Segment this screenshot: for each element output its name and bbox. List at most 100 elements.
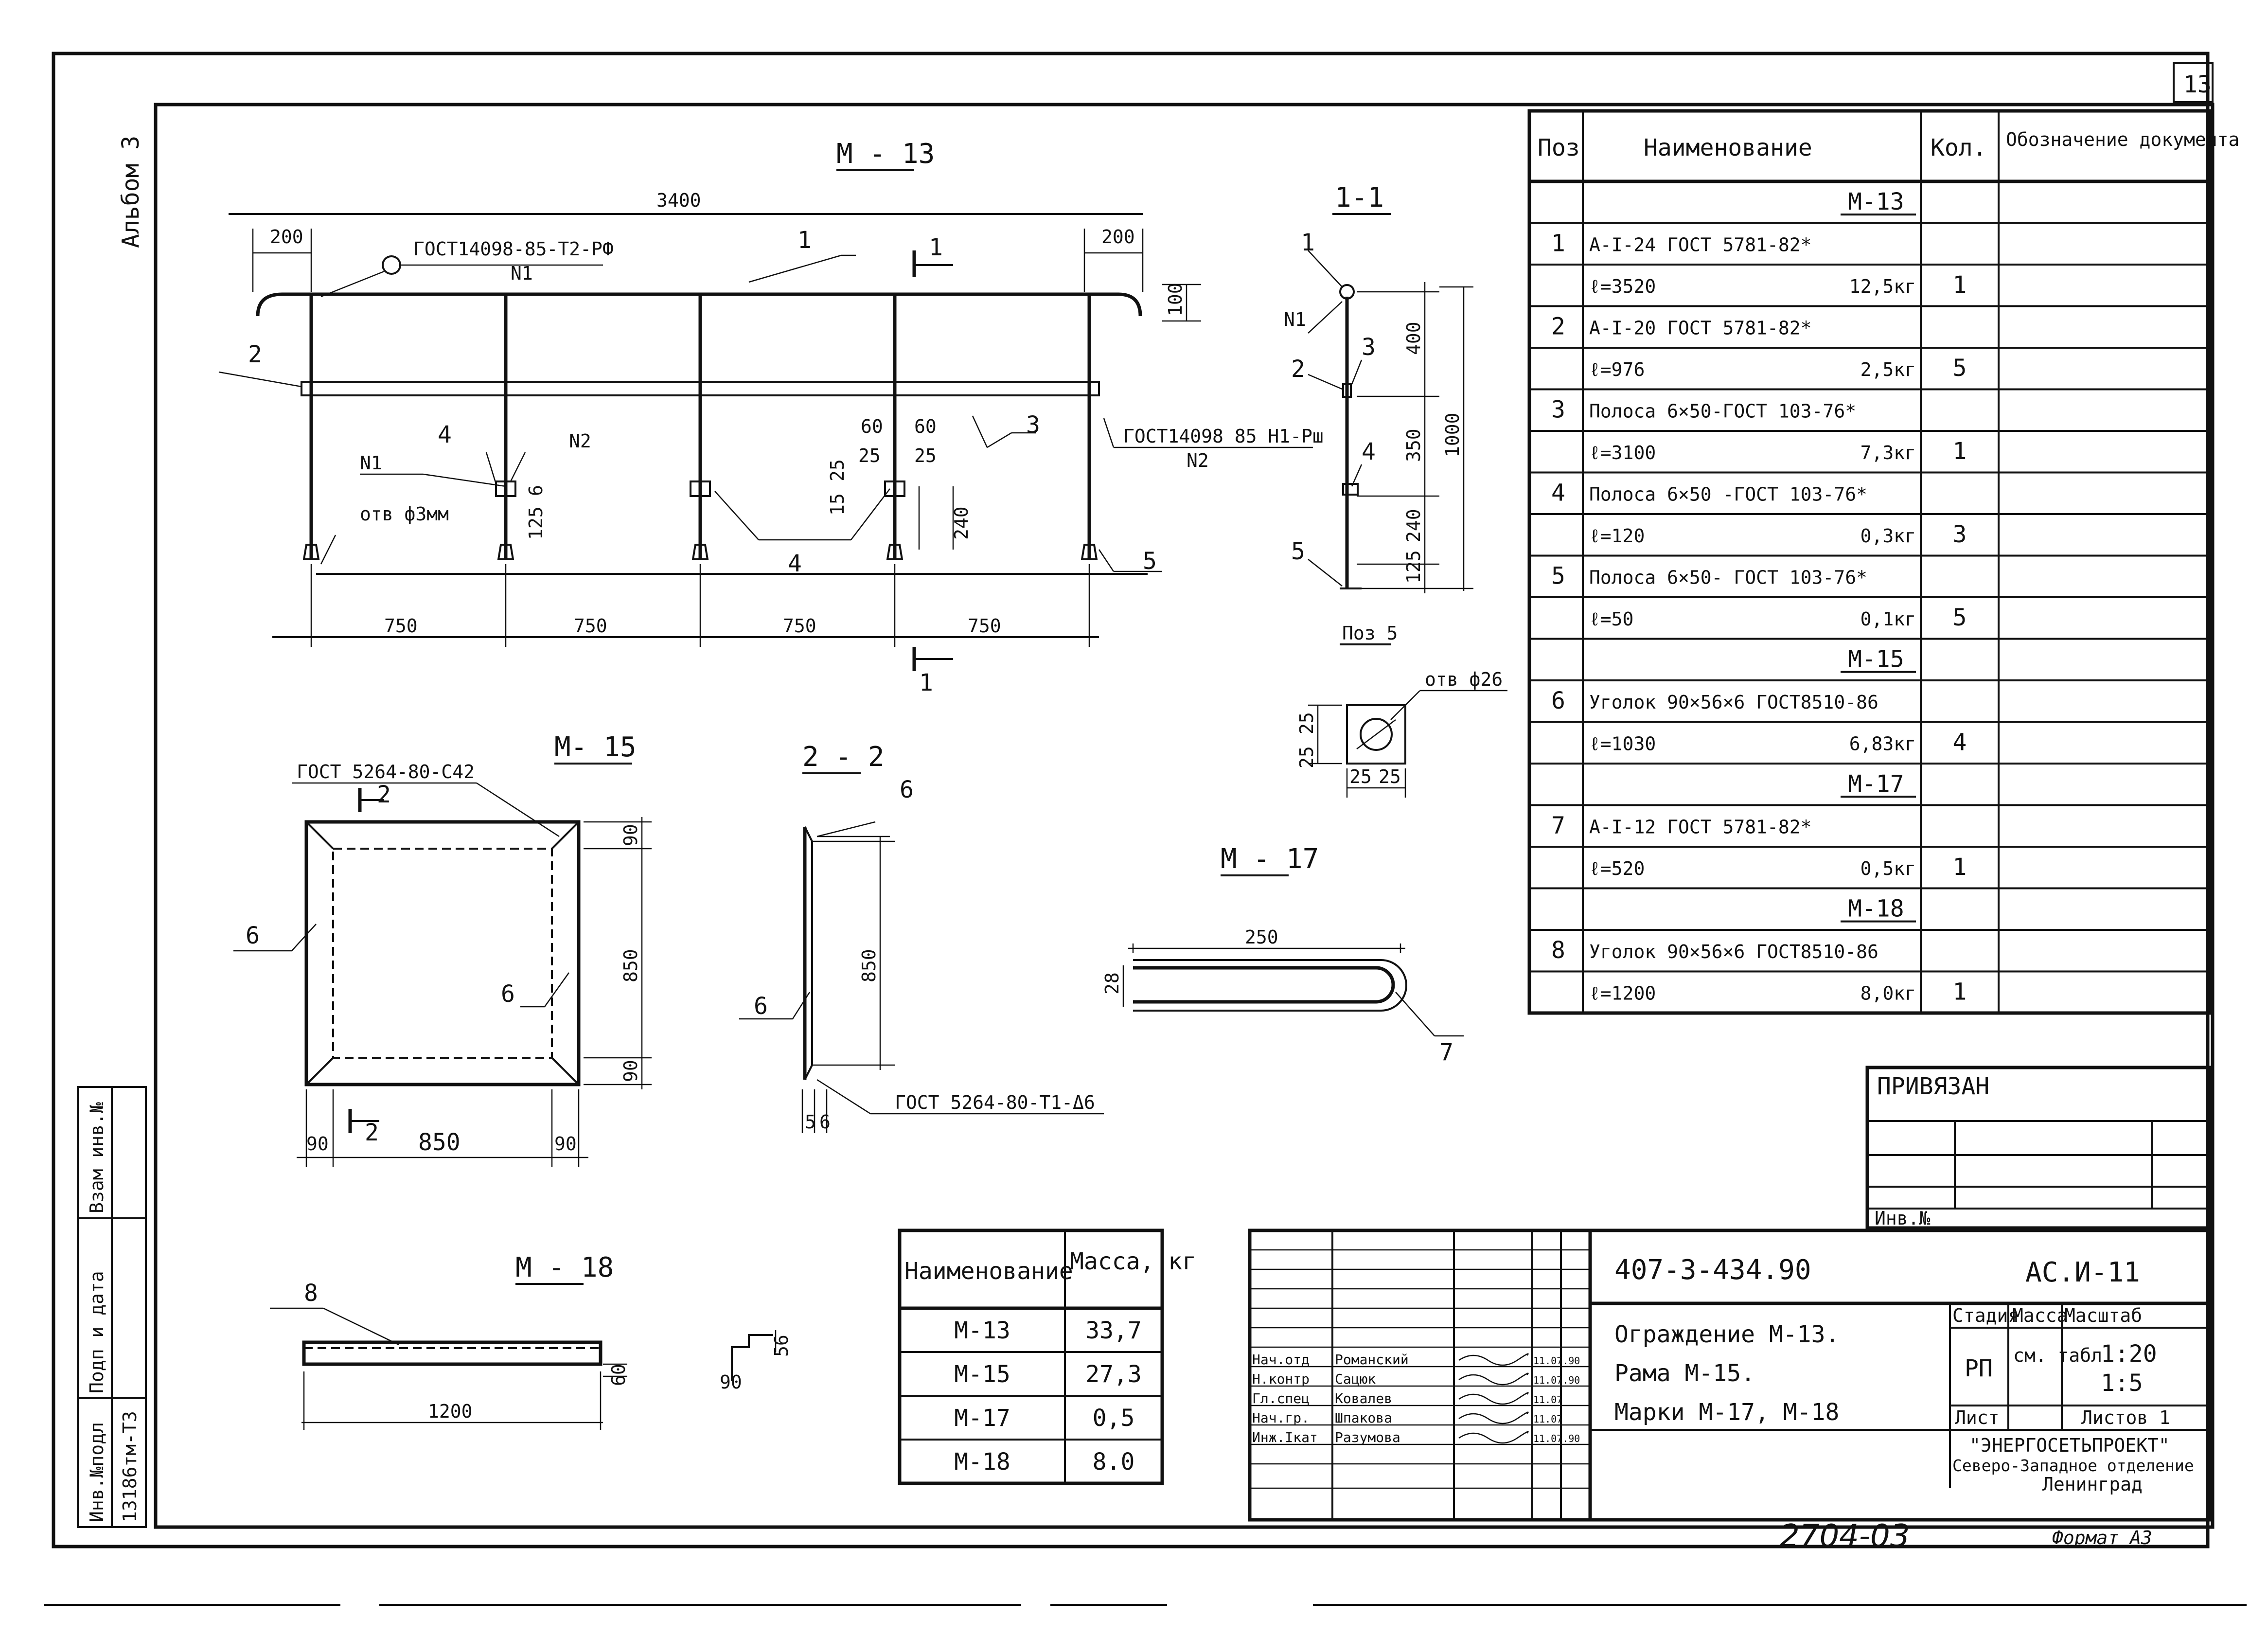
title-line-2: Рама М-15. xyxy=(1614,1360,1755,1387)
poz5-hole: отв ф26 xyxy=(1425,669,1503,690)
section11-d400: 400 xyxy=(1403,321,1424,355)
m13-d25c: 25 xyxy=(827,459,848,481)
spec-name: Полоса 6×50- ГОСТ 103-76* xyxy=(1589,567,1867,588)
mass-header-mass: Масса, кг xyxy=(1070,1248,1196,1275)
title-doc-code: 407-3-434.90 xyxy=(1614,1254,1811,1286)
m13-span-4: 750 xyxy=(968,615,1001,637)
sheet-number: 13 xyxy=(2183,71,2212,98)
signature-name: Сацюк xyxy=(1335,1371,1376,1387)
m17-d250: 250 xyxy=(1245,926,1278,948)
title-sheets-label: Листов 1 xyxy=(2081,1407,2170,1428)
spec-group-label: М-17 xyxy=(1848,770,1904,798)
spec-qty: 3 xyxy=(1953,521,1967,548)
poz5-title: Поз 5 xyxy=(1342,623,1398,644)
title-sheet-label: Лист xyxy=(1955,1407,2000,1428)
m15-d850h: 850 xyxy=(418,1129,461,1156)
m13-d60a: 60 xyxy=(861,416,883,437)
section11-d1000: 1000 xyxy=(1442,412,1463,457)
section22-d5: 5 xyxy=(805,1111,816,1133)
margin-vzam: Взам инв.№ xyxy=(86,1102,107,1213)
album-label: Альбом 3 xyxy=(117,136,144,248)
spec-qty: 1 xyxy=(1953,271,1967,299)
poz5-d25b: 25 xyxy=(1296,746,1317,768)
mass-row-name: М-17 xyxy=(954,1405,1010,1432)
spec-header-name: Наименование xyxy=(1644,134,1812,161)
title-line-1: Ограждение М-13. xyxy=(1614,1321,1839,1348)
m13-d25b: 25 xyxy=(914,445,937,466)
spec-name: Уголок 90×56×6 ГОСТ8510-86 xyxy=(1589,941,1878,962)
signature-date: 11.07.90 xyxy=(1533,1374,1580,1386)
spec-header-qty: Кол. xyxy=(1931,134,1987,161)
format-label: Формат А3 xyxy=(2052,1527,2152,1548)
m13-pos4a: 4 xyxy=(438,421,452,448)
title-sheet-code: АС.И-11 xyxy=(2025,1257,2140,1288)
spec-pos: 6 xyxy=(1551,687,1565,714)
spec-length: ℓ=976 xyxy=(1589,359,1645,380)
title-org-1: "ЭНЕРГОСЕТЬПРОЕКТ" xyxy=(1969,1435,2170,1456)
spec-pos: 7 xyxy=(1551,812,1565,839)
spec-mass: 7,3кг xyxy=(1860,442,1916,463)
m13-pos2: 2 xyxy=(248,341,262,368)
section22-title: 2 - 2 xyxy=(802,741,885,773)
left-margin-stamp xyxy=(77,1086,147,1528)
m17-drawing xyxy=(1122,874,1464,1037)
spec-pos: 3 xyxy=(1551,396,1565,424)
title-block xyxy=(1248,1228,2212,1522)
spec-name: А-Ӏ-20 ГОСТ 5781-82* xyxy=(1589,318,1812,339)
mass-header-name: Наименование xyxy=(904,1258,1073,1285)
signature-date: 11.07 xyxy=(1533,1394,1562,1406)
spec-row-lines xyxy=(1529,214,2210,973)
section22-d850: 850 xyxy=(858,949,880,982)
section11-d125: 125 xyxy=(1403,550,1424,584)
m15-d90t: 90 xyxy=(620,824,641,846)
signature-role: Инж.Ӏкат xyxy=(1252,1429,1318,1445)
m13-drawing xyxy=(218,169,1313,671)
margin-podp: Подп и дата xyxy=(86,1271,107,1393)
section22-gost: ГОСТ 5264-80-Т1-Δ6 xyxy=(895,1092,1095,1113)
m15-drawing xyxy=(233,763,652,1167)
m15-pos6a: 6 xyxy=(246,922,260,949)
signature-role: Нач.гр. xyxy=(1252,1410,1310,1426)
spec-pos: 5 xyxy=(1551,563,1565,590)
m17-title: М - 17 xyxy=(1221,843,1319,875)
m13-pos1: 1 xyxy=(797,227,812,254)
m13-title: М - 13 xyxy=(836,138,935,170)
m13-cut1-bottom: 1 xyxy=(919,669,933,696)
signature-name: Шпакова xyxy=(1335,1410,1392,1426)
spec-mass: 0,1кг xyxy=(1860,608,1916,630)
section11-pos5: 5 xyxy=(1291,538,1305,565)
m13-d60b: 60 xyxy=(914,416,937,437)
margin-inv: Инв.№подл xyxy=(86,1422,107,1522)
spec-pos: 8 xyxy=(1551,937,1565,964)
title-scale-2: 1:5 xyxy=(2101,1370,2143,1397)
mass-row-name: М-15 xyxy=(954,1361,1010,1388)
spec-length: ℓ=3100 xyxy=(1589,442,1656,463)
m15-d90l: 90 xyxy=(306,1133,329,1155)
section11-title: 1-1 xyxy=(1335,182,1384,214)
section11-pos1: 1 xyxy=(1301,229,1315,256)
mass-row-name: М-18 xyxy=(954,1448,1010,1476)
section11-pos4: 4 xyxy=(1362,438,1376,465)
spec-mass: 12,5кг xyxy=(1849,276,1916,297)
spec-group-label: М-15 xyxy=(1848,646,1904,673)
m18-d90: 90 xyxy=(720,1371,742,1393)
m17-pos7: 7 xyxy=(1439,1039,1453,1066)
m13-n1-left: N1 xyxy=(360,452,382,474)
m13-span-3: 750 xyxy=(783,615,816,637)
spec-mass: 0,5кг xyxy=(1860,858,1916,879)
signature-name: Ковалев xyxy=(1335,1390,1392,1406)
signature-mark xyxy=(1458,1372,1529,1386)
spec-qty: 5 xyxy=(1953,604,1967,631)
m18-drawing xyxy=(270,1283,777,1430)
signature-role: Гл.спец xyxy=(1252,1390,1310,1406)
section11-pos2: 2 xyxy=(1291,356,1305,383)
spec-mass: 8,0кг xyxy=(1860,983,1916,1004)
spec-mass: 6,83кг xyxy=(1849,733,1916,755)
spec-pos: 2 xyxy=(1551,313,1565,340)
signature-role: Нач.отд xyxy=(1252,1352,1310,1368)
m13-pos4b: 4 xyxy=(788,550,802,577)
title-stage: РП xyxy=(1965,1355,1993,1382)
